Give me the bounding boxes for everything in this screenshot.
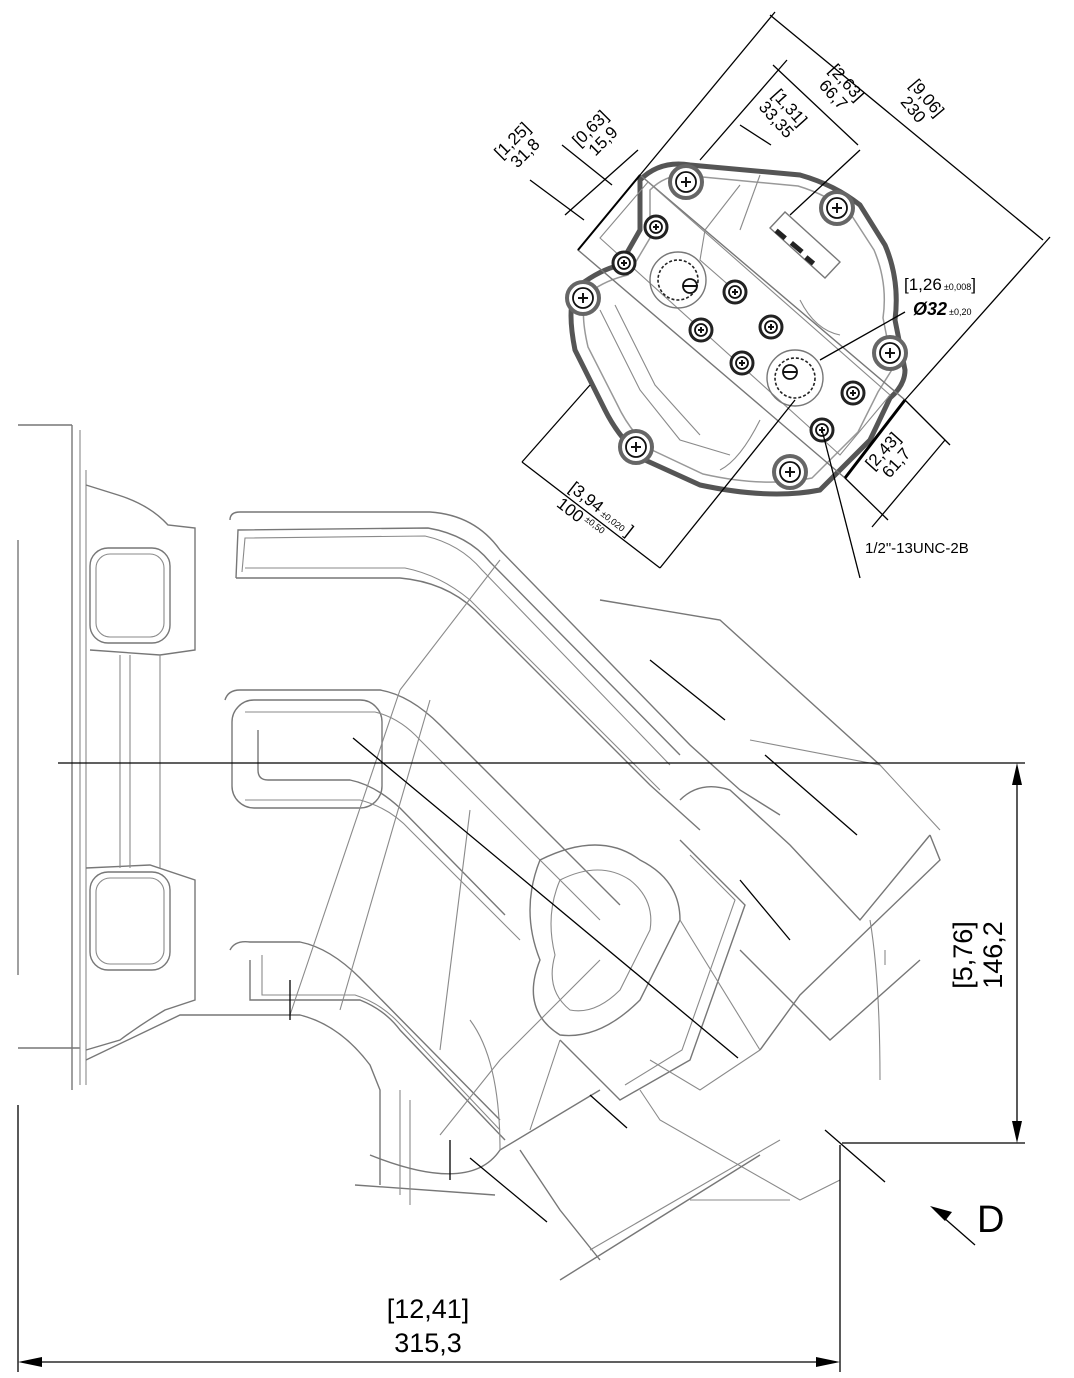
height-mm: 146,2 bbox=[978, 921, 1008, 989]
flange-bolts bbox=[565, 164, 908, 490]
port-b bbox=[766, 349, 824, 407]
threaded-holes bbox=[611, 214, 866, 443]
overall-width-inch: [12,41] bbox=[387, 1294, 470, 1324]
height-inch: [5,76] bbox=[948, 921, 978, 989]
manifold-body bbox=[17, 424, 941, 1281]
port-a bbox=[649, 251, 707, 309]
view-d-label: D bbox=[977, 1199, 1004, 1241]
thread-callout: 1/2"-13UNC-2B bbox=[865, 540, 969, 557]
flange-detail-view bbox=[521, 11, 1051, 579]
main-dimensions bbox=[17, 762, 1025, 1372]
bore-diameter-mm: Ø32±0,20 bbox=[913, 299, 972, 319]
overall-width-mm: 315,3 bbox=[394, 1328, 462, 1358]
bore-diameter-inch: [1,26±0,008] bbox=[904, 275, 976, 294]
